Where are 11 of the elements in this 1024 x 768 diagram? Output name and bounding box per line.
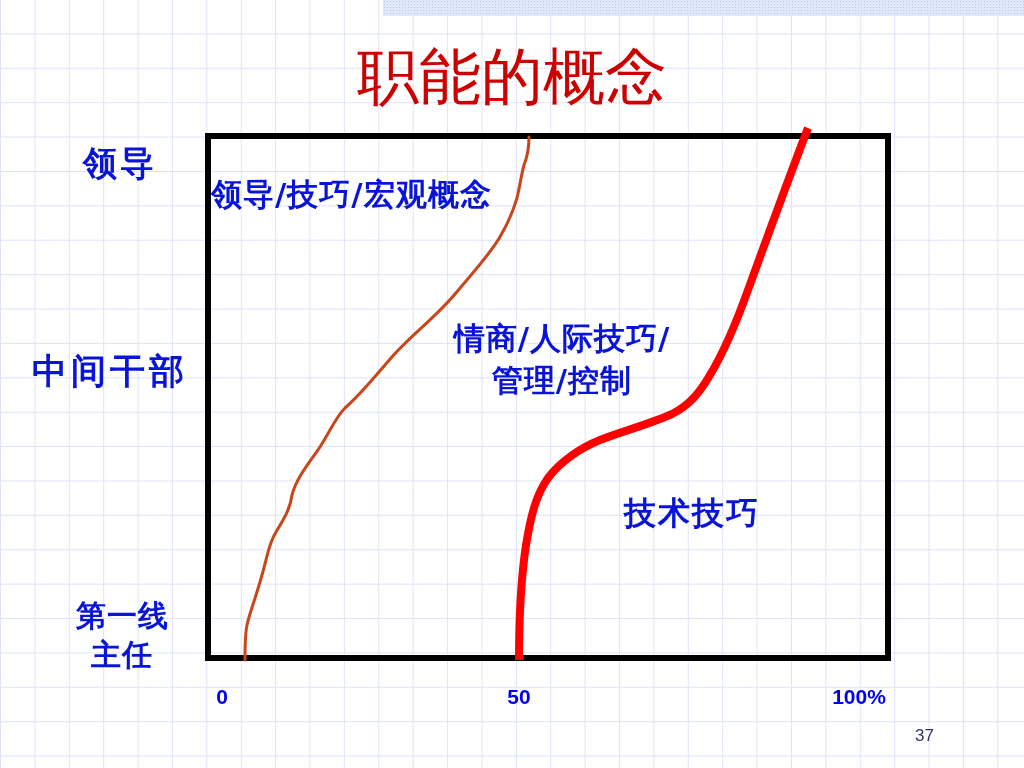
level-label: 第一线主任 <box>74 597 170 674</box>
level-label: 中间干部 <box>32 350 188 392</box>
slide-title: 职能的概念 <box>357 42 667 113</box>
level-label: 领导 <box>83 143 157 184</box>
region-label: 领导/技巧/宏观概念 <box>211 176 492 214</box>
axis-tick-label: 0 <box>216 684 228 710</box>
region-label: 情商/人际技巧/管理/控制 <box>451 319 672 400</box>
page-number: 37 <box>915 726 934 747</box>
axis-tick-label: 50 <box>507 684 531 710</box>
axis-tick-label: 100% <box>832 684 886 710</box>
region-label: 技术技巧 <box>624 494 760 533</box>
